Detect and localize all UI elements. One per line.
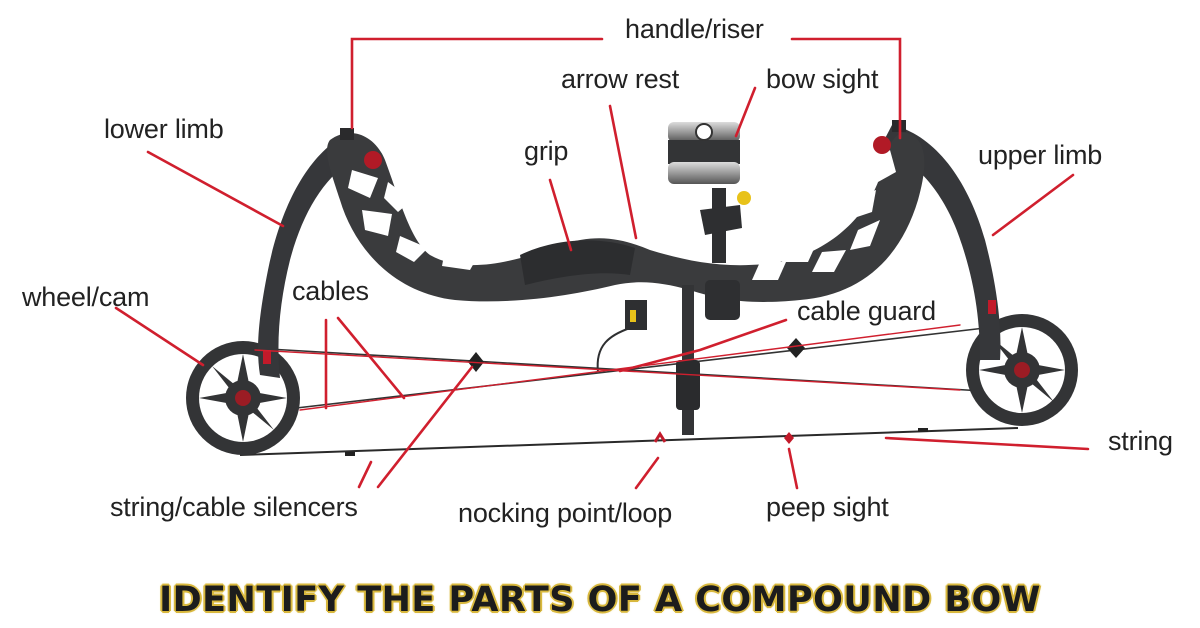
leader-handle-riser	[350, 37, 604, 130]
leader-nocking-point	[634, 456, 660, 490]
label-wheel-cam: wheel/cam	[22, 282, 150, 312]
label-string-cable-silencers: string/cable silencers	[110, 492, 358, 522]
leader-grip	[548, 178, 573, 252]
bow-string	[239, 427, 1019, 456]
label-nocking-point-loop: nocking point/loop	[458, 498, 673, 528]
silencers	[345, 338, 928, 456]
nocking-loop	[653, 431, 667, 443]
label-peep-sight: peep sight	[766, 492, 889, 522]
leader-arrow-rest	[608, 104, 638, 240]
leader-lower-limb	[146, 150, 285, 228]
wheel-cam-left	[186, 341, 300, 455]
riser-cutouts	[348, 150, 896, 280]
label-string: string	[1108, 426, 1173, 456]
leader-lines	[114, 37, 1090, 490]
limb-pocket-right	[873, 136, 891, 154]
leader-bow-sight	[734, 86, 757, 138]
leader-cables-2	[336, 316, 406, 400]
peep-sight-mark	[784, 432, 794, 444]
leader-string	[884, 436, 1090, 451]
leader-cable-guard	[618, 318, 788, 373]
label-bow-sight: bow sight	[766, 64, 879, 94]
label-arrow-rest: arrow rest	[561, 64, 680, 94]
diagram-title: IDENTIFY THE PARTS OF A COMPOUND BOW	[159, 580, 1041, 620]
leader-wheel-cam	[114, 306, 205, 367]
leader-upper-limb	[991, 173, 1075, 237]
grip-shape	[520, 240, 635, 285]
bow-sight	[668, 122, 751, 263]
label-grip: grip	[524, 136, 569, 166]
leader-handle-riser-right	[790, 37, 902, 140]
label-upper-limb: upper limb	[978, 140, 1103, 170]
limb-pocket-left	[364, 151, 382, 169]
stabilizer-mount	[705, 280, 740, 320]
label-cable-guard: cable guard	[797, 296, 936, 326]
leader-peep-sight	[787, 447, 799, 490]
leader-silencers-2	[376, 365, 474, 489]
label-handle-riser: handle/riser	[625, 14, 764, 44]
leader-silencers-1	[357, 460, 373, 489]
label-lower-limb: lower limb	[104, 114, 224, 144]
label-cables: cables	[292, 276, 369, 306]
arrow-rest	[596, 300, 647, 373]
